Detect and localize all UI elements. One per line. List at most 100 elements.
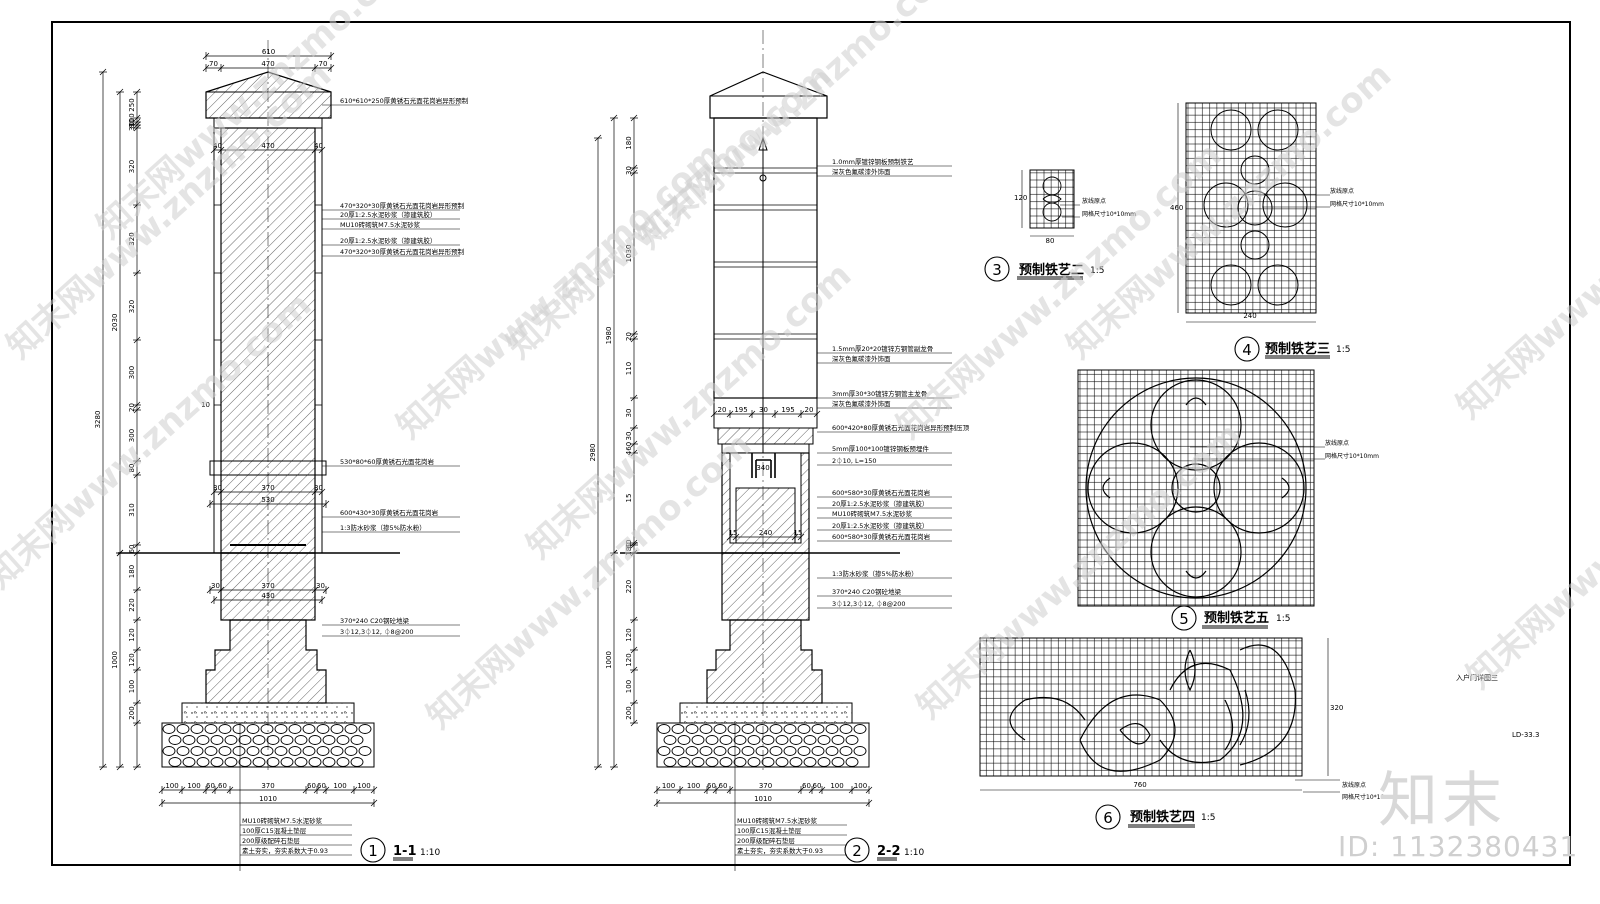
- dim-label: 60: [719, 782, 728, 790]
- dim-label: 20: [625, 332, 633, 341]
- dim-label: 100: [128, 113, 136, 126]
- note-text: MU10砖砌筑M7.5水泥砂浆: [832, 509, 913, 518]
- dim-label: 200: [128, 706, 136, 719]
- base-note-text: MU10砖砌筑M7.5水泥砂浆: [242, 816, 323, 825]
- dim-label: 470: [261, 142, 274, 150]
- note-text: 3⏀12,3⏀12, ⏀8@200: [832, 599, 906, 608]
- detail-4-grid: [1185, 102, 1317, 314]
- view-6-title: 预制铁艺四: [1130, 809, 1195, 825]
- detail-3-grid: [1029, 169, 1075, 229]
- dim-label: 100: [187, 782, 200, 790]
- dim-label: 370: [261, 582, 274, 590]
- dim-label: 370: [759, 782, 772, 790]
- dim-label: 100: [662, 782, 675, 790]
- dim-label: 100: [357, 782, 370, 790]
- sheet-frame: [51, 21, 1571, 866]
- dim-label: 40: [314, 142, 323, 150]
- d3-width: 80: [1046, 237, 1055, 245]
- view-1-scale: 1:10: [420, 848, 440, 858]
- view-6-number: 6: [1103, 809, 1113, 827]
- dim-label: 1030: [625, 245, 633, 263]
- dim-label: 180: [128, 565, 136, 578]
- base-note-text: 100厚C15混凝土垫层: [737, 826, 802, 835]
- ground-beam-2: [721, 552, 810, 621]
- dim-label: 220: [128, 598, 136, 611]
- view-1-title: 1-1: [393, 844, 417, 859]
- dim-label: 60: [307, 782, 316, 790]
- dim-label: 40: [213, 142, 222, 150]
- dim-label: 320: [128, 160, 136, 173]
- dim-label: 610: [262, 48, 275, 56]
- dim-label: 100: [830, 782, 843, 790]
- detail-4-ornament: [1203, 109, 1308, 306]
- d4-height: 460: [1170, 204, 1183, 212]
- view-5-title: 预制铁艺五: [1204, 610, 1269, 626]
- note-text: 370*240 C20钢砼地梁: [832, 587, 901, 596]
- detail-5-ornament: [1085, 377, 1307, 599]
- view-4-title: 预制铁艺三: [1265, 341, 1330, 357]
- note-text: 610*610*250厚黄锈石光面花岗岩异形预制: [340, 96, 469, 105]
- dim-label: 20: [128, 403, 136, 412]
- dim-label: 460: [625, 442, 633, 455]
- view-2-scale: 1:10: [904, 848, 924, 858]
- brand-logo: 知末: [1378, 766, 1506, 836]
- note-text: 1:3防水砂浆（掺5%防水粉）: [340, 523, 426, 532]
- dim-label: 250: [128, 98, 136, 111]
- dim-label: 60: [625, 540, 633, 549]
- brick-footing: [205, 619, 327, 704]
- d6-width: 760: [1133, 781, 1146, 789]
- sheet-code: LD-33.3: [1512, 731, 1539, 739]
- dim-label: 320: [128, 300, 136, 313]
- dim-label: 100: [165, 782, 178, 790]
- dim-label: 1010: [754, 795, 772, 803]
- dim-label: 60: [317, 782, 326, 790]
- note-text: 20厚1:2.5水泥砂浆（掺建筑胶）: [340, 210, 436, 219]
- dim-label: 470: [261, 60, 274, 68]
- dim-label: 3280: [94, 411, 102, 429]
- dim-label: 370: [261, 484, 274, 492]
- view-5-bubble: [1171, 605, 1197, 631]
- view-1-bubble: [360, 837, 386, 863]
- view-5-number: 5: [1179, 610, 1189, 628]
- d5-origin: 放线原点: [1325, 439, 1349, 447]
- sheet-title: 入户门详图三: [1456, 673, 1498, 682]
- dim-label: 30: [213, 484, 222, 492]
- dim-label: 100: [625, 680, 633, 693]
- note-text: 20厚1:2.5水泥砂浆（掺建筑胶）: [832, 521, 928, 530]
- dim-label: 100: [333, 782, 346, 790]
- view-2-number: 2: [852, 842, 862, 860]
- watermark: 知末网www.znzmo.com: [1449, 115, 1600, 427]
- d3-origin: 放线原点: [1082, 197, 1106, 205]
- detail-6-grid: [979, 637, 1303, 777]
- view-3-scale: 1:5: [1090, 266, 1104, 276]
- dim-label: 300: [128, 366, 136, 379]
- dim-label: 1000: [605, 651, 613, 669]
- d6-grid: 网格尺寸10*10mm: [1342, 793, 1396, 801]
- dim-label: 60: [802, 782, 811, 790]
- dim-label: 15: [794, 529, 803, 537]
- dim-label: 30: [316, 582, 325, 590]
- post-cap: [709, 71, 828, 119]
- dim-label: 30: [128, 122, 136, 131]
- base-note-text: 素土夯实，夯实系数大于0.93: [242, 846, 328, 855]
- dim-label: 60: [707, 782, 716, 790]
- d5-grid: 网格尺寸10*10mm: [1325, 452, 1379, 460]
- view-4-number: 4: [1242, 341, 1252, 359]
- dim-label: 120: [625, 628, 633, 641]
- dim-label: 120: [128, 628, 136, 641]
- note-text: 530*80*60厚黄锈石光面花岗岩: [340, 457, 434, 466]
- dim-label: 2980: [589, 444, 597, 462]
- watermark: 知末网www.znzmo.com: [1459, 385, 1600, 697]
- view-2-bubble: [844, 837, 870, 863]
- dim-label: 110: [625, 362, 633, 375]
- d6-height: 320: [1330, 704, 1343, 712]
- dim-label: 220: [625, 580, 633, 593]
- view-6-bubble: [1095, 804, 1121, 830]
- section-2-2: [620, 30, 900, 770]
- dim-label: 120: [625, 653, 633, 666]
- dim-label: 15: [729, 529, 738, 537]
- dim-label: 340: [756, 464, 769, 472]
- view-4-bubble: [1234, 336, 1260, 362]
- dim-label: 70: [209, 60, 218, 68]
- view-1-number: 1: [368, 842, 378, 860]
